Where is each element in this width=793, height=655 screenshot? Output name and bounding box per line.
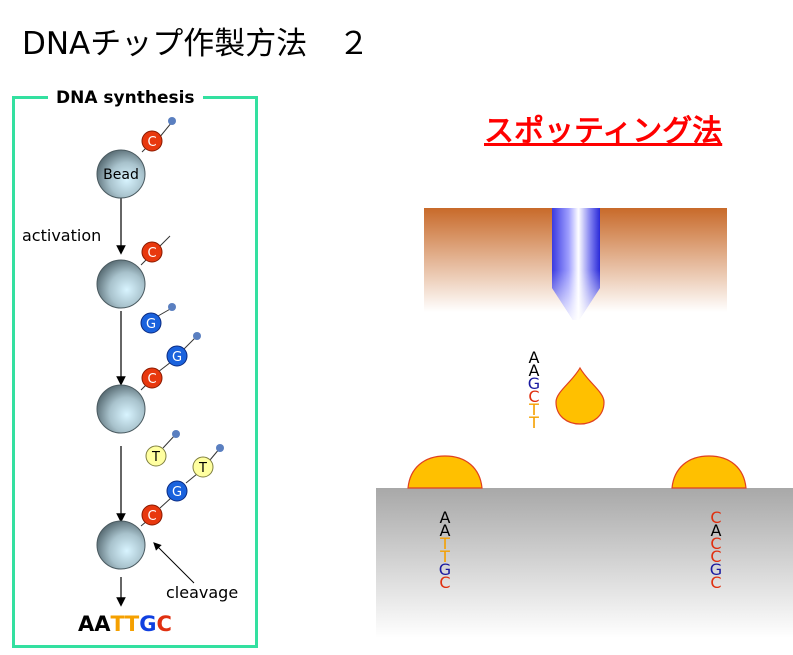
sequence-base: C	[439, 573, 451, 592]
sequence-base: C	[710, 573, 722, 592]
bead-icon	[96, 384, 146, 434]
nucleotide-c-icon	[141, 367, 163, 389]
glass-slide	[376, 488, 793, 638]
result-base: G	[139, 612, 157, 636]
cleavage-arrow	[153, 542, 195, 584]
sequence-base: G	[438, 560, 452, 579]
nucleotide-g-label: G	[172, 485, 182, 500]
sequence-base: C	[710, 547, 722, 566]
result-base: A	[94, 612, 111, 636]
page-title: DNAチップ作製方法 ２	[22, 26, 370, 62]
sequence-base: C	[710, 534, 722, 553]
result-base: C	[156, 612, 172, 636]
synthesized-sequence: AATTGC	[78, 612, 172, 636]
sequence-base: C	[710, 508, 722, 527]
sequence-base: C	[528, 387, 540, 406]
sequence-base: T	[440, 547, 450, 566]
activation-label: activation	[22, 226, 102, 245]
nucleotide-g-icon	[140, 312, 162, 334]
spot-right-icon	[671, 455, 747, 489]
nucleotide-c-icon	[141, 504, 163, 526]
droplet-icon	[555, 366, 605, 425]
sequence-base: T	[529, 400, 539, 419]
bead-icon	[96, 149, 146, 199]
linker-end-icon	[216, 444, 224, 452]
nucleotide-g-icon	[166, 480, 188, 502]
synthesis-panel-title: DNA synthesis	[48, 88, 203, 108]
linker-end-icon	[168, 117, 176, 125]
nucleotide-c-label: C	[147, 135, 156, 150]
linker-end-icon	[168, 303, 176, 311]
sequence-base: A	[528, 348, 540, 367]
nucleotide-c-icon	[141, 241, 163, 263]
nucleotide-c-label: C	[147, 372, 156, 387]
bead-label: Bead	[103, 167, 139, 183]
nucleotide-c-label: C	[147, 246, 156, 261]
nucleotide-c-icon	[141, 130, 163, 152]
result-base: T	[110, 612, 125, 636]
sequence-base: A	[710, 521, 722, 540]
sequence-base: T	[529, 413, 539, 432]
bead-icon	[96, 259, 146, 309]
nucleotide-t-icon	[192, 456, 214, 478]
method-title: スポッティング法	[484, 114, 723, 149]
nucleotide-g-icon	[166, 345, 188, 367]
result-base: A	[78, 612, 95, 636]
spot-left-icon	[407, 455, 483, 489]
nucleotide-t-icon	[145, 445, 167, 467]
nucleotide-g-label: G	[172, 350, 182, 365]
linker-end-icon	[172, 430, 180, 438]
nucleotide-g-label: G	[146, 317, 156, 332]
sequence-base: G	[527, 374, 541, 393]
result-base: T	[124, 612, 140, 636]
sequence-base: A	[439, 508, 451, 527]
cleavage-label: cleavage	[166, 583, 239, 602]
nucleotide-t-label: T	[151, 450, 160, 465]
sequence-base: G	[709, 560, 723, 579]
nucleotide-c-label: C	[147, 509, 156, 524]
bead-icon	[96, 520, 146, 570]
sequence-base: T	[440, 534, 450, 553]
linker-end-icon	[193, 332, 201, 340]
sequence-base: A	[439, 521, 451, 540]
nucleotide-t-label: T	[198, 461, 207, 476]
sequence-base: A	[528, 361, 540, 380]
